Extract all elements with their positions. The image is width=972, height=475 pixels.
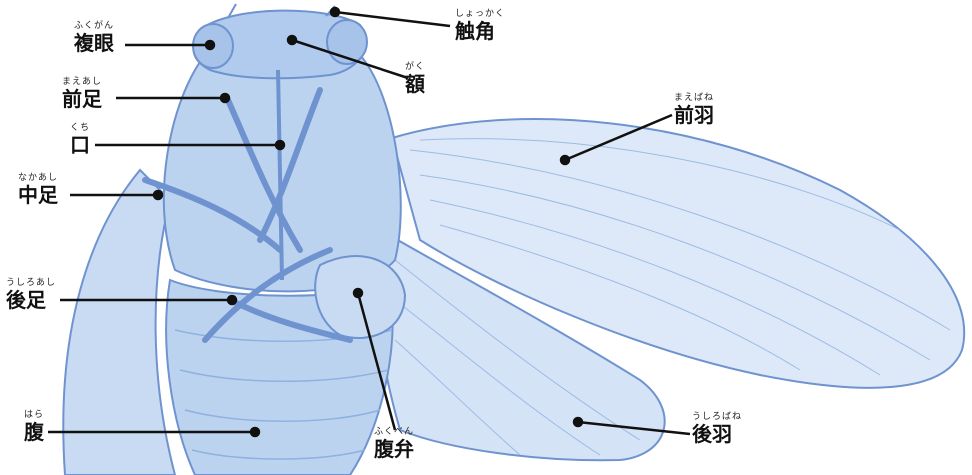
ruby-compound-eye: ふくがん <box>74 22 114 31</box>
text-forehead: 額 <box>405 72 425 96</box>
label-hind-leg: うしろあし 後足 <box>6 279 56 310</box>
text-abdomen: 腹 <box>24 420 44 444</box>
ruby-antenna: しょっかく <box>455 10 505 19</box>
label-abdomen: はら 腹 <box>24 411 44 442</box>
text-foreleg: 前足 <box>62 87 102 111</box>
text-mouth: 口 <box>70 133 90 157</box>
label-opercula: ふくべん 腹弁 <box>374 428 414 459</box>
ruby-opercula: ふくべん <box>374 428 414 437</box>
text-compound-eye: 複眼 <box>74 31 114 55</box>
label-mouth: くち 口 <box>70 124 90 155</box>
ruby-forehead: がく <box>405 63 425 72</box>
label-forehead: がく 額 <box>405 63 425 94</box>
label-forewing: まえばね 前羽 <box>674 94 714 125</box>
text-hindwing: 後羽 <box>692 422 732 446</box>
ruby-hindwing: うしろばね <box>692 413 742 422</box>
ruby-forewing: まえばね <box>674 94 714 103</box>
ruby-foreleg: まえあし <box>62 78 102 87</box>
ruby-middle-leg: なかあし <box>18 174 58 183</box>
label-foreleg: まえあし 前足 <box>62 78 102 109</box>
text-forewing: 前羽 <box>674 103 714 127</box>
text-opercula: 腹弁 <box>374 437 414 461</box>
left-wing-shape <box>63 170 175 475</box>
label-hindwing: うしろばね 後羽 <box>692 413 742 444</box>
text-antenna: 触角 <box>455 19 495 43</box>
ruby-mouth: くち <box>70 124 90 133</box>
label-compound-eye: ふくがん 複眼 <box>74 22 114 53</box>
label-antenna: しょっかく 触角 <box>455 10 505 41</box>
label-middle-leg: なかあし 中足 <box>18 174 58 205</box>
text-middle-leg: 中足 <box>18 183 58 207</box>
text-hind-leg: 後足 <box>6 288 46 312</box>
ruby-abdomen: はら <box>24 411 44 420</box>
ruby-hind-leg: うしろあし <box>6 279 56 288</box>
